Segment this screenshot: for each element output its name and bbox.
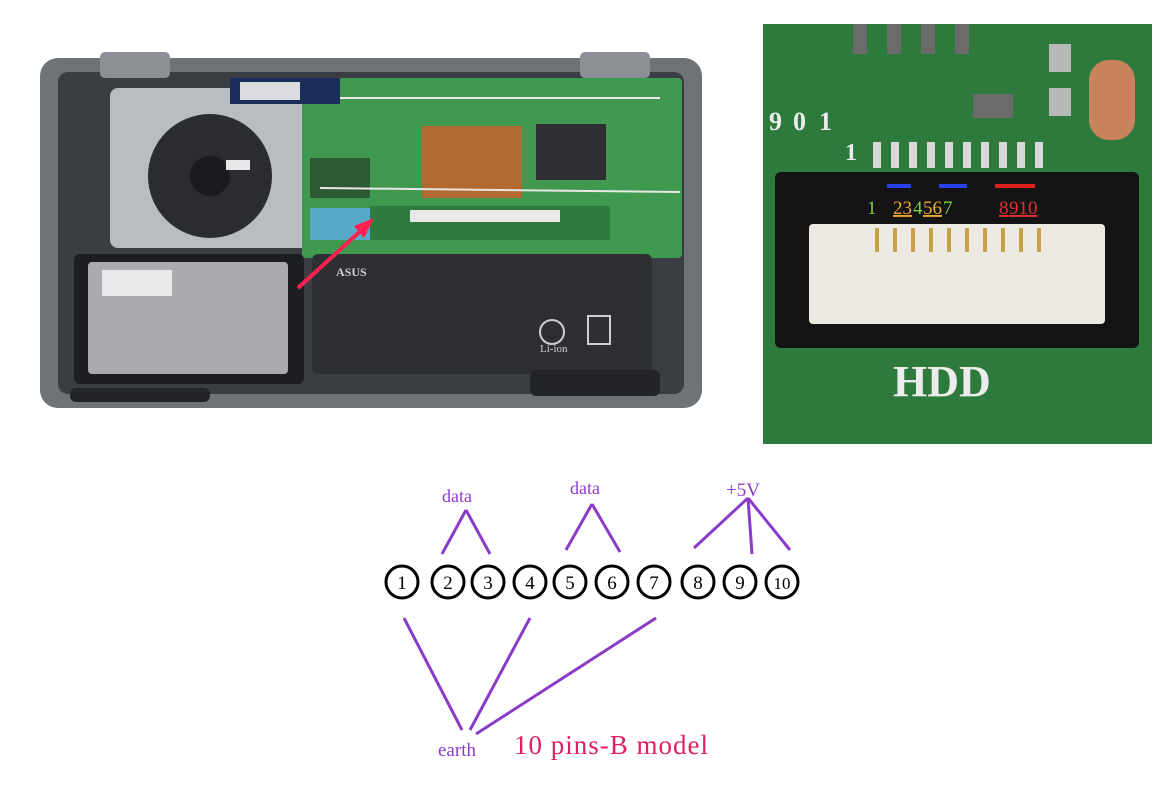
- pin-label-4: 4: [913, 198, 923, 219]
- pinout-diagram: 1 2 3 4 5 6 7 8 9 10 data data +5V earth 10 pins-…: [384, 478, 800, 761]
- group-lines: [402, 496, 792, 736]
- pad: [1049, 44, 1071, 72]
- pad: [1049, 88, 1071, 116]
- connector-contacts: [875, 228, 1041, 252]
- pin-group-line: [746, 497, 792, 551]
- pin-number-2: 2: [443, 573, 453, 594]
- connector-latch: [809, 224, 1105, 324]
- smd-component: [955, 24, 969, 54]
- pin-circle-4: [512, 564, 548, 600]
- pin-number-3: 3: [483, 573, 493, 594]
- battery: [312, 254, 652, 374]
- hdd-connector-closeup-photo: 9 0 1 1 1 23 4 56 7 8 910 HDD: [763, 24, 1152, 444]
- pin-label-23: 23: [893, 198, 912, 219]
- right-hinge: [580, 52, 650, 78]
- fan-hub: [190, 156, 230, 196]
- laptop-internals-photo: ASUS Li-ion: [40, 52, 702, 408]
- chipset: [536, 124, 606, 180]
- antenna-wire-2: [319, 187, 681, 193]
- recycle-icon: [539, 319, 565, 345]
- pin-circle-5: [552, 564, 588, 600]
- pin-label-56: 56: [923, 198, 942, 219]
- silkscreen-pin1: 1: [845, 140, 857, 166]
- pin-circle-6: [594, 564, 630, 600]
- smd-component: [973, 94, 1013, 118]
- pin-group-line: [475, 616, 657, 736]
- pin-number-4: 4: [525, 573, 535, 594]
- battery-brand: ASUS: [336, 265, 367, 279]
- right-speaker: [530, 370, 660, 396]
- pin-group-line: [564, 503, 594, 551]
- bin-icon: [587, 315, 611, 345]
- pin-group-line: [590, 503, 622, 553]
- data-bar-2: [939, 184, 967, 188]
- silkscreen-9: 9: [769, 107, 782, 136]
- left-speaker: [70, 388, 210, 402]
- battery-type: Li-ion: [540, 343, 568, 355]
- board-components: [310, 158, 370, 198]
- power-label: +5V: [726, 480, 760, 501]
- data-label-1: data: [442, 486, 472, 506]
- pin-number-8: 8: [693, 573, 703, 594]
- pin-circle-2: [430, 564, 466, 600]
- pin-group-line: [746, 497, 754, 555]
- pin-circle-1: [384, 564, 420, 600]
- hdd-sticker: [102, 270, 172, 296]
- pin-group-line: [464, 509, 492, 555]
- pin-group-line: [402, 617, 464, 731]
- pin-group-line: [692, 496, 750, 550]
- earth-label: earth: [438, 740, 476, 761]
- left-hinge: [100, 52, 170, 78]
- hdd-silkscreen-label: HDD: [893, 357, 991, 406]
- fan-label: [226, 160, 250, 170]
- ram-label: [410, 210, 560, 222]
- pin-number-6: 6: [607, 573, 617, 594]
- smd-component: [887, 24, 901, 54]
- data-bar-1: [887, 184, 911, 188]
- pin-circle-10: [764, 564, 800, 600]
- copper-pad: [1089, 60, 1135, 140]
- silkscreen-1: 1: [819, 107, 832, 136]
- pointer-arrowhead: [354, 218, 374, 238]
- pin-label-910: 910: [1009, 198, 1038, 219]
- pin-circle-8: [680, 564, 716, 600]
- smd-component: [853, 24, 867, 54]
- data-label-2: data: [570, 478, 600, 498]
- ssd-label: [240, 82, 300, 100]
- pin-number-9: 9: [735, 573, 745, 594]
- pin-circle-3: [470, 564, 506, 600]
- pin-circle-9: [722, 564, 758, 600]
- pin-number-7: 7: [649, 573, 659, 594]
- pin-label-7: 7: [943, 198, 953, 219]
- pin-label-1: 1: [867, 198, 877, 219]
- power-bar: [995, 184, 1035, 188]
- pin-group-line: [440, 509, 468, 555]
- pin-group-line: [468, 617, 532, 731]
- cpu-heatsink: [422, 126, 522, 198]
- pin-circle-7: [636, 564, 672, 600]
- smd-component: [921, 24, 935, 54]
- pin-number-10: 10: [774, 574, 791, 593]
- pin-number-5: 5: [565, 573, 575, 594]
- pointer-arrow: [296, 224, 368, 290]
- model-caption: 10 pins-B model: [514, 730, 709, 760]
- silkscreen-0: 0: [793, 107, 806, 136]
- pin-label-8: 8: [999, 198, 1009, 219]
- pin-number-1: 1: [397, 573, 407, 594]
- pin-circles: 1 2 3 4 5 6 7 8 9 10: [384, 564, 800, 600]
- solder-pads: [873, 142, 1043, 168]
